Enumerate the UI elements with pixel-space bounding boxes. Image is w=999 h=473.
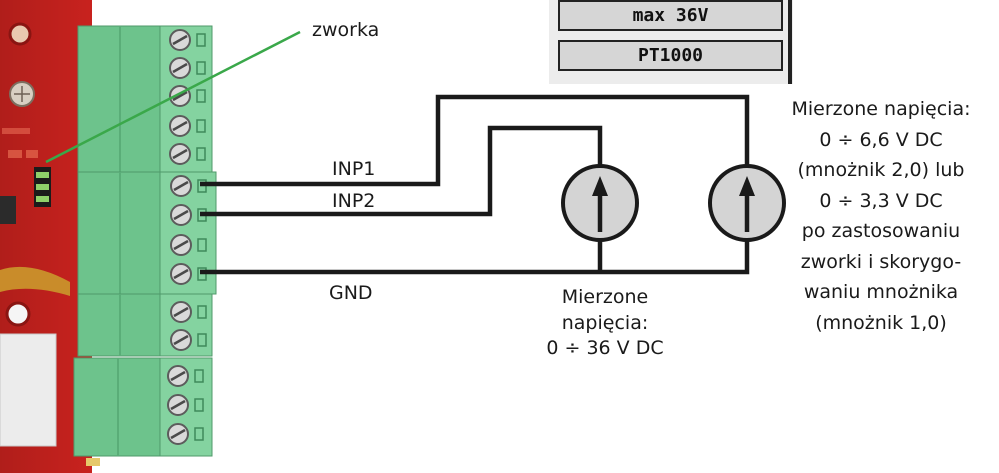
- wires: [200, 94, 750, 275]
- screw-icon: [170, 301, 207, 323]
- screw-icon: [170, 329, 207, 351]
- screw-icon: [167, 394, 204, 416]
- voltage-range-low-line: zworki i skorygo-: [800, 250, 962, 273]
- screw-icon: [169, 143, 206, 165]
- voltage-range-low-line: 0 ÷ 6,6 V DC: [819, 128, 943, 151]
- screw-icon: [169, 115, 206, 137]
- mounting-hole-icon: [5, 301, 31, 327]
- voltage-range-low-line: Mierzone napięcia:: [791, 98, 971, 120]
- pcb-module: [0, 0, 100, 473]
- voltage-range-36v-line: Mierzone: [561, 286, 649, 308]
- screw-icon: [169, 57, 206, 79]
- voltage-range-low-line: (mnożnik 1,0): [815, 311, 947, 334]
- screw-terminals: [167, 29, 207, 445]
- terminal-block-signal: [77, 171, 217, 295]
- wire-gnd: [200, 240, 750, 275]
- terminal-block-top: [77, 25, 213, 173]
- screw-icon: [170, 263, 207, 285]
- voltage-range-36v-line: 0 ÷ 36 V DC: [546, 337, 664, 359]
- jumper-header: [34, 167, 51, 207]
- terminal-block-lower: [77, 293, 213, 357]
- jumper-label: zworka: [312, 19, 380, 41]
- screw-icon: [169, 29, 206, 51]
- voltmeter-36v-icon: [561, 164, 639, 242]
- screw-icon: [167, 423, 204, 445]
- terminal-block-bottom: [73, 357, 213, 457]
- inp1-label: INP1: [332, 158, 376, 180]
- voltage-range-36v-text: Mierzone napięcia: 0 ÷ 36 V DC: [510, 285, 700, 362]
- screw-icon: [170, 204, 207, 226]
- screw-icon: [170, 234, 207, 256]
- voltmeter-low-range-icon: [708, 164, 786, 242]
- mounting-hole-icon: [8, 22, 32, 46]
- inp2-label: INP2: [332, 190, 376, 212]
- voltage-range-low-line: po zastosowaniu: [801, 220, 961, 242]
- wire-inp2: [200, 125, 603, 217]
- voltage-range-low-line: waniu mnożnika: [803, 281, 959, 303]
- sensor-type-label: PT1000: [558, 40, 783, 71]
- range-setting-label: max 36V: [558, 0, 783, 31]
- jumper-pointer-line: [45, 30, 301, 164]
- voltage-range-36v-line: napięcia:: [561, 311, 649, 334]
- voltage-range-low-line: (mnożnik 2,0) lub: [797, 159, 965, 181]
- screw-icon: [167, 365, 204, 387]
- voltage-range-low-line: 0 ÷ 3,3 V DC: [819, 189, 943, 212]
- gnd-label: GND: [329, 282, 373, 304]
- wire-inp1: [200, 94, 750, 187]
- voltage-range-low-text: Mierzone napięcia: 0 ÷ 6,6 V DC (mnożnik…: [768, 94, 994, 338]
